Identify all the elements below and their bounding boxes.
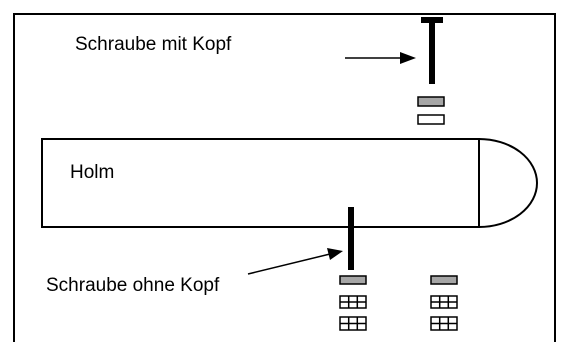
spar-label: Holm xyxy=(70,162,114,183)
nut xyxy=(430,295,458,309)
washer-grey xyxy=(417,96,445,107)
nut xyxy=(339,295,367,309)
spar-body xyxy=(41,138,480,228)
screw-without-head-label: Schraube ohne Kopf xyxy=(46,275,220,296)
spar-rounded-end xyxy=(478,138,538,228)
nut xyxy=(430,316,458,331)
screw-with-head-label: Schraube mit Kopf xyxy=(75,34,232,55)
washer-grey xyxy=(430,275,458,285)
nut-stack-right xyxy=(430,275,458,331)
spar xyxy=(41,138,538,228)
screw-shank xyxy=(429,20,435,84)
arrow-screw-without-head xyxy=(247,248,343,275)
arrow-screw-with-head xyxy=(345,52,416,64)
nut xyxy=(339,316,367,331)
washer-white xyxy=(417,114,445,125)
outer-frame xyxy=(13,13,556,342)
nut-stack-left xyxy=(339,275,367,331)
washer-grey xyxy=(339,275,367,285)
screw-with-head xyxy=(421,17,443,84)
screw-without-head xyxy=(348,207,354,270)
